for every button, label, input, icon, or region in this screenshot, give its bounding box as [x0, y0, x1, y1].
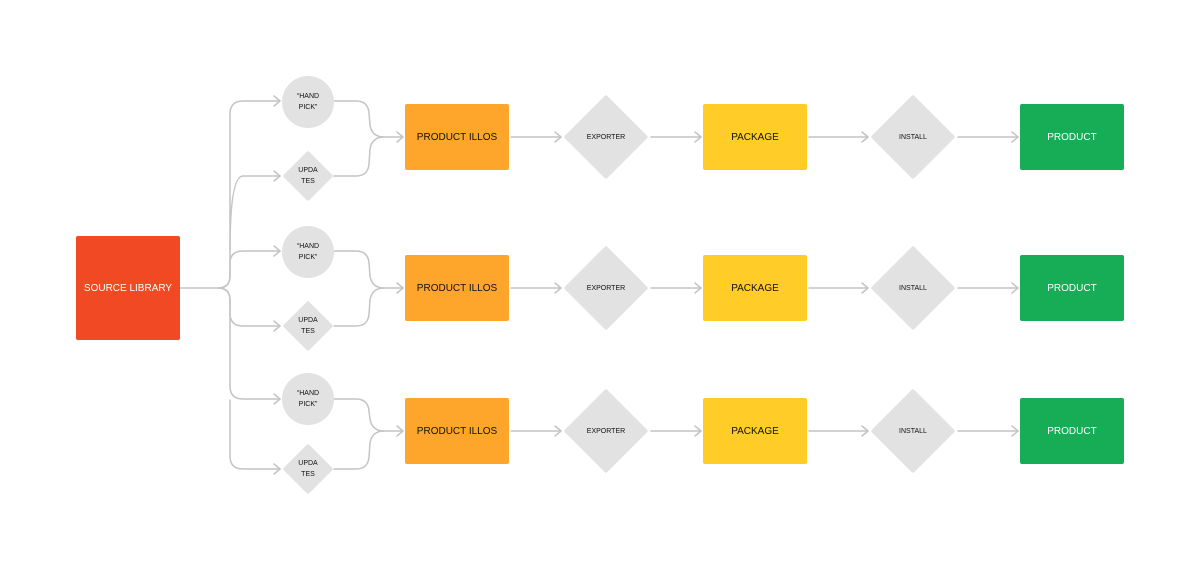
package-node: PACKAGE: [703, 255, 807, 321]
package-node: PACKAGE: [703, 104, 807, 170]
merge-arrow: [396, 425, 404, 437]
branch-connector: [217, 287, 281, 400]
package-label: PACKAGE: [731, 131, 779, 143]
merge-connector: [333, 100, 404, 138]
flow-arrow: [694, 282, 702, 294]
flow-arrow: [1011, 131, 1019, 143]
install-node: INSTALL: [870, 94, 956, 180]
product-label: PRODUCT: [1047, 282, 1097, 294]
source-library-label: SOURCE LIBRARY: [83, 282, 173, 294]
flow-arrow: [694, 425, 702, 437]
source-library-node: SOURCE LIBRARY: [76, 236, 180, 340]
product-label: PRODUCT: [1047, 425, 1097, 437]
exporter-label: EXPORTER: [586, 284, 626, 292]
product-node: PRODUCT: [1020, 255, 1124, 321]
branch-arrow: [273, 95, 281, 107]
install-label: INSTALL: [899, 133, 927, 141]
exporter-label: EXPORTER: [586, 427, 626, 435]
product-illos-label: PRODUCT ILLOS: [416, 131, 498, 143]
flow-arrow: [861, 131, 869, 143]
updates-node: UPDA TES: [282, 150, 334, 202]
hand-pick-label: “HAND PICK”: [296, 390, 320, 408]
branch-arrow: [273, 320, 281, 332]
branch-connector: [229, 399, 281, 470]
hand-pick-node: “HAND PICK”: [282, 76, 334, 128]
branch-connector: [217, 100, 281, 289]
flow-arrow: [554, 282, 562, 294]
exporter-label: EXPORTER: [586, 133, 626, 141]
branch-connector: [217, 250, 281, 289]
product-node: PRODUCT: [1020, 104, 1124, 170]
exporter-node: EXPORTER: [563, 94, 649, 180]
product-illos-label: PRODUCT ILLOS: [416, 425, 498, 437]
install-label: INSTALL: [899, 284, 927, 292]
product-node: PRODUCT: [1020, 398, 1124, 464]
branch-arrow: [273, 245, 281, 257]
updates-label: UPDA TES: [298, 460, 318, 478]
branch-arrow: [273, 170, 281, 182]
hand-pick-label: “HAND PICK”: [296, 243, 320, 261]
flow-arrow: [1011, 425, 1019, 437]
flow-arrow: [554, 425, 562, 437]
flow-arrow: [861, 425, 869, 437]
merge-arrow: [396, 282, 404, 294]
flow-arrow: [554, 131, 562, 143]
merge-connector: [333, 250, 404, 289]
package-label: PACKAGE: [731, 282, 779, 294]
branch-arrow: [273, 463, 281, 475]
flow-arrow: [1011, 282, 1019, 294]
updates-node: UPDA TES: [282, 443, 334, 495]
branch-arrow: [273, 393, 281, 405]
updates-node: UPDA TES: [282, 300, 334, 352]
merge-connector: [333, 398, 404, 432]
branch-connector: [229, 175, 281, 251]
merge-connector: [333, 136, 385, 177]
flow-arrow: [861, 282, 869, 294]
package-label: PACKAGE: [731, 425, 779, 437]
exporter-node: EXPORTER: [563, 388, 649, 474]
updates-label: UPDA TES: [298, 167, 318, 185]
install-node: INSTALL: [870, 388, 956, 474]
updates-label: UPDA TES: [298, 317, 318, 335]
merge-connector: [333, 287, 385, 327]
hand-pick-label: “HAND PICK”: [296, 93, 320, 111]
product-illos-node: PRODUCT ILLOS: [405, 104, 509, 170]
hand-pick-node: “HAND PICK”: [282, 373, 334, 425]
install-node: INSTALL: [870, 245, 956, 331]
product-illos-node: PRODUCT ILLOS: [405, 398, 509, 464]
install-label: INSTALL: [899, 427, 927, 435]
product-illos-node: PRODUCT ILLOS: [405, 255, 509, 321]
flow-arrow: [694, 131, 702, 143]
product-label: PRODUCT: [1047, 131, 1097, 143]
merge-connector: [333, 430, 385, 470]
merge-arrow: [396, 131, 404, 143]
exporter-node: EXPORTER: [563, 245, 649, 331]
package-node: PACKAGE: [703, 398, 807, 464]
branch-connector: [217, 287, 281, 327]
hand-pick-node: “HAND PICK”: [282, 226, 334, 278]
product-illos-label: PRODUCT ILLOS: [416, 282, 498, 294]
